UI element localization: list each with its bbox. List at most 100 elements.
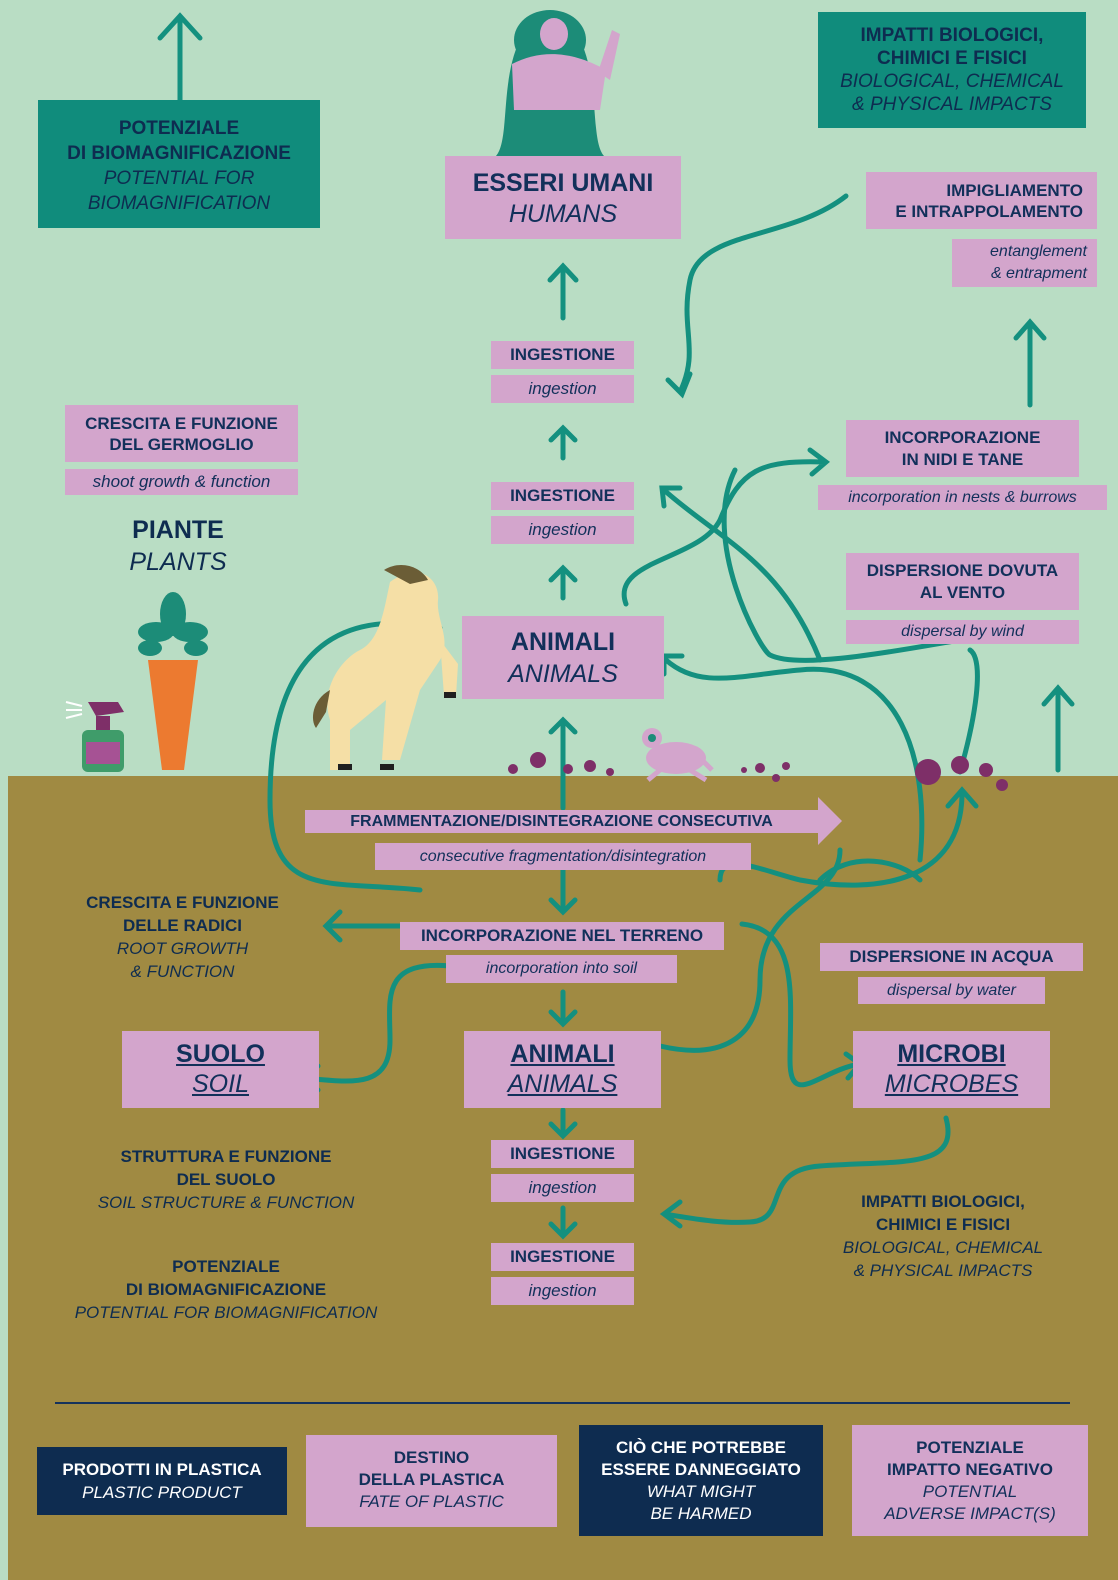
impacts-bottom-en1: BIOLOGICAL, CHEMICAL — [842, 1238, 1044, 1257]
wind-it2: AL VENTO — [919, 583, 1006, 602]
arrow-to-ingestion-1 — [548, 424, 578, 461]
box-biomag-top: POTENZIALE DI BIOMAGNIFICAZIONE POTENTIA… — [38, 100, 320, 228]
frag-en: consecutive fragmentation/disintegration — [419, 848, 707, 865]
frog-icon — [642, 728, 714, 783]
legend-harmed-it1: CIÒ CHE POTREBBE — [615, 1438, 787, 1457]
roots-it2: DELLE RADICI — [123, 916, 242, 935]
impacts-bottom-en2: & PHYSICAL IMPACTS — [853, 1261, 1033, 1280]
box-ingestion-3-it: INGESTIONE — [491, 1140, 634, 1168]
wind-en: dispersal by wind — [901, 623, 1024, 640]
curve-to-ingestion-2 — [659, 485, 823, 663]
microbes-it: MICROBI — [897, 1040, 1006, 1068]
impacts-bottom-it2: CHIMICI E FISICI — [875, 1215, 1011, 1234]
frag-it-label: FRAMMENTAZIONE/DISINTEGRAZIONE CONSECUTI… — [305, 810, 818, 834]
nests-en: incorporation in nests & burrows — [848, 489, 1077, 506]
arrow-to-soil-incorp — [548, 867, 578, 916]
impacts-bottom-it1: IMPATTI BIOLOGICI, — [861, 1192, 1025, 1211]
legend-harmed: CIÒ CHE POTREBBE ESSERE DANNEGGIATO WHAT… — [579, 1425, 823, 1536]
biomag-bottom-it1: POTENZIALE — [172, 1257, 280, 1276]
humans-it: ESSERI UMANI — [472, 169, 654, 197]
ingestion-4-en: ingestion — [528, 1281, 597, 1300]
impacts-bottom-label: IMPATTI BIOLOGICI, CHIMICI E FISICI BIOL… — [820, 1190, 1066, 1282]
legend-adverse-en1: POTENTIAL — [922, 1482, 1018, 1501]
curve-to-animals-top — [661, 653, 925, 863]
curve-microbes-to-ingestion — [659, 1115, 951, 1229]
ingestion-2-it: INGESTIONE — [510, 486, 615, 505]
entanglement-en1: entanglement — [990, 243, 1087, 260]
biomag-top-en1: POTENTIAL FOR — [103, 168, 255, 189]
impacts-top-it1: IMPATTI BIOLOGICI, — [860, 25, 1044, 46]
animals-bottom-en: ANIMALS — [507, 1070, 618, 1098]
animals-bottom-it: ANIMALI — [510, 1040, 615, 1068]
box-animals-top: ANIMALI ANIMALS — [462, 616, 664, 699]
curve-animals-to-nests — [621, 447, 830, 607]
roots-label: CRESCITA E FUNZIONE DELLE RADICI ROOT GR… — [65, 891, 300, 983]
arrow-to-ingestion-4 — [548, 1205, 578, 1240]
nests-it1: INCORPORAZIONE — [884, 428, 1041, 447]
soil-structure-en: SOIL STRUCTURE & FUNCTION — [97, 1193, 355, 1212]
box-ingestion-2-en: ingestion — [491, 516, 634, 544]
soil-it: SUOLO — [176, 1040, 265, 1068]
box-humans: ESSERI UMANI HUMANS — [445, 156, 681, 239]
box-ingestion-1-en: ingestion — [491, 375, 634, 403]
box-water-it: DISPERSIONE IN ACQUA — [820, 943, 1083, 971]
arrow-animals-up — [548, 716, 578, 811]
plants-label: PIANTE PLANTS — [90, 514, 266, 578]
ingestion-4-it: INGESTIONE — [510, 1247, 615, 1266]
roots-en2: & FUNCTION — [130, 962, 235, 981]
biomag-top-it1: POTENZIALE — [118, 118, 240, 139]
legend-harmed-en1: WHAT MIGHT — [646, 1482, 756, 1501]
impacts-top-en2: & PHYSICAL IMPACTS — [852, 94, 1052, 115]
soil-structure-label: STRUTTURA E FUNZIONE DEL SUOLO SOIL STRU… — [80, 1145, 372, 1214]
biomag-bottom-en: POTENTIAL FOR BIOMAGNIFICATION — [74, 1303, 378, 1322]
legend-products: PRODOTTI IN PLASTICA PLASTIC PRODUCT — [37, 1447, 287, 1515]
shoot-it2: DEL GERMOGLIO — [109, 435, 254, 454]
roots-en1: ROOT GROWTH — [116, 939, 249, 958]
ingestion-1-en: ingestion — [528, 379, 597, 398]
box-ingestion-4-it: INGESTIONE — [491, 1243, 634, 1271]
arrow-to-ingestion-3 — [548, 1107, 578, 1140]
biomag-top-en2: BIOMAGNIFICATION — [87, 193, 271, 214]
curve-entanglement — [665, 193, 849, 399]
curve-frag-wind — [817, 858, 923, 883]
ingestion-2-en: ingestion — [528, 520, 597, 539]
box-water-en: dispersal by water — [858, 977, 1045, 1004]
microbes-en: MICROBES — [884, 1070, 1019, 1098]
curve-animals-to-frag — [657, 847, 843, 1053]
biomag-top-it2: DI BIOMAGNIFICAZIONE — [67, 143, 291, 164]
wind-it1: DISPERSIONE DOVUTA — [866, 561, 1059, 580]
box-ingestion-1-it: INGESTIONE — [491, 341, 634, 369]
legend-products-it: PRODOTTI IN PLASTICA — [62, 1460, 262, 1479]
box-frag-en: consecutive fragmentation/disintegration — [375, 843, 751, 870]
box-ingestion-4-en: ingestion — [491, 1277, 634, 1305]
arrow-to-ingestion-2 — [548, 564, 578, 601]
box-entanglement-en: entanglement & entrapment — [952, 239, 1097, 287]
water-en: dispersal by water — [887, 982, 1016, 999]
box-nests-en: incorporation in nests & burrows — [818, 485, 1107, 510]
impacts-top-en1: BIOLOGICAL, CHEMICAL — [840, 71, 1064, 92]
soil-incorp-en: incorporation into soil — [485, 960, 638, 977]
box-entanglement-it: IMPIGLIAMENTO E INTRAPPOLAMENTO — [866, 172, 1097, 229]
box-impacts-top: IMPATTI BIOLOGICI, CHIMICI E FISICI BIOL… — [818, 12, 1086, 128]
shoot-it1: CRESCITA E FUNZIONE — [85, 414, 278, 433]
box-soil-incorp-it: INCORPORAZIONE NEL TERRENO — [400, 922, 724, 950]
arrow-to-roots — [322, 909, 403, 943]
soil-structure-it1: STRUTTURA E FUNZIONE — [120, 1147, 332, 1166]
soil-en: SOIL — [192, 1070, 249, 1098]
arrow-to-entanglement — [1013, 318, 1047, 408]
box-shoot-en: shoot growth & function — [65, 469, 298, 495]
entanglement-en2: & entrapment — [990, 265, 1087, 282]
legend-adverse-en2: ADVERSE IMPACT(S) — [884, 1504, 1056, 1523]
arrow-to-animals-bottom — [548, 989, 578, 1028]
soil-structure-it2: DEL SUOLO — [176, 1170, 276, 1189]
legend-adverse-it2: IMPATTO NEGATIVO — [887, 1460, 1053, 1479]
legend-adverse: POTENZIALE IMPATTO NEGATIVO POTENTIAL AD… — [852, 1425, 1088, 1536]
carrot-icon — [138, 592, 208, 770]
box-microbes: MICROBI MICROBES — [853, 1031, 1050, 1108]
box-nests-it: INCORPORAZIONE IN NIDI E TANE — [846, 420, 1079, 477]
box-shoot-it: CRESCITA E FUNZIONE DEL GERMOGLIO — [65, 405, 298, 462]
curve-wind — [957, 647, 980, 775]
arrow-right-up — [1041, 684, 1075, 773]
